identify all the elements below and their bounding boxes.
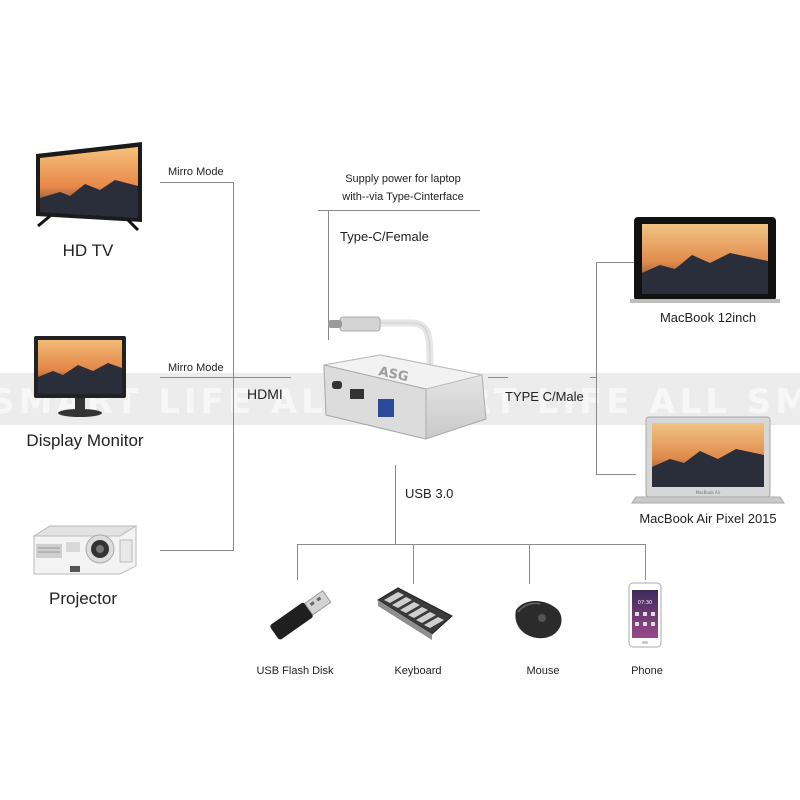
phone-clock: 07:30 (638, 600, 652, 606)
mirror-mode-label: Mirro Mode (168, 362, 224, 374)
usb-flash-disk-icon (270, 590, 332, 640)
device-label-projector: Projector (48, 589, 118, 608)
macbook-air-icon: MacBook Air (631, 416, 785, 504)
hd-tv-icon (36, 142, 142, 232)
macbook-12-icon (630, 217, 780, 303)
connector-line (596, 262, 597, 475)
connector-line (318, 210, 480, 211)
connector-line (529, 544, 530, 584)
connector-line (596, 262, 634, 263)
device-label-usb-flash-disk: USB Flash Disk (256, 665, 334, 677)
device-label-display-monitor: Display Monitor (26, 431, 144, 450)
connector-line (297, 544, 646, 545)
hub-logo-text: ASG (377, 364, 410, 385)
type-c-female-label: Type-C/Female (340, 229, 429, 244)
projector-icon (32, 525, 138, 575)
connector-line (328, 210, 329, 340)
connector-line (160, 377, 234, 378)
connector-line (233, 377, 291, 378)
usb-3-label: USB 3.0 (405, 486, 454, 501)
device-label-macbook-12: MacBook 12inch (659, 310, 757, 325)
connector-line (160, 550, 234, 551)
type-c-male-label: TYPE C/Male (505, 389, 584, 404)
connector-line (233, 182, 234, 551)
device-label-mouse: Mouse (526, 665, 560, 677)
connector-line (596, 474, 636, 475)
mouse-icon (515, 601, 562, 639)
macbook-air-screen-brand: MacBook Air (696, 490, 721, 495)
connector-line (413, 544, 414, 584)
device-label-macbook-air: MacBook Air Pixel 2015 (639, 511, 777, 526)
device-label-phone: Phone (631, 665, 663, 677)
device-label-keyboard: Keyboard (394, 665, 442, 677)
power-note-line-2: with--via Type-Cinterface (342, 191, 464, 203)
mirror-mode-label: Mirro Mode (168, 166, 224, 178)
monitor-icon (34, 336, 126, 417)
usb-c-hub-icon: ASG (323, 316, 487, 440)
connector-line (160, 182, 234, 183)
keyboard-icon (377, 587, 453, 640)
device-label-hd-tv: HD TV (62, 241, 114, 260)
phone-icon: 07:30 (628, 582, 662, 648)
connector-line (488, 377, 508, 378)
power-note-line-1: Supply power for laptop (345, 173, 461, 185)
hdmi-port-label: HDMI (247, 386, 283, 402)
connector-line (297, 544, 298, 580)
connector-line (395, 465, 396, 545)
connector-line (645, 544, 646, 580)
connector-line (590, 377, 597, 378)
